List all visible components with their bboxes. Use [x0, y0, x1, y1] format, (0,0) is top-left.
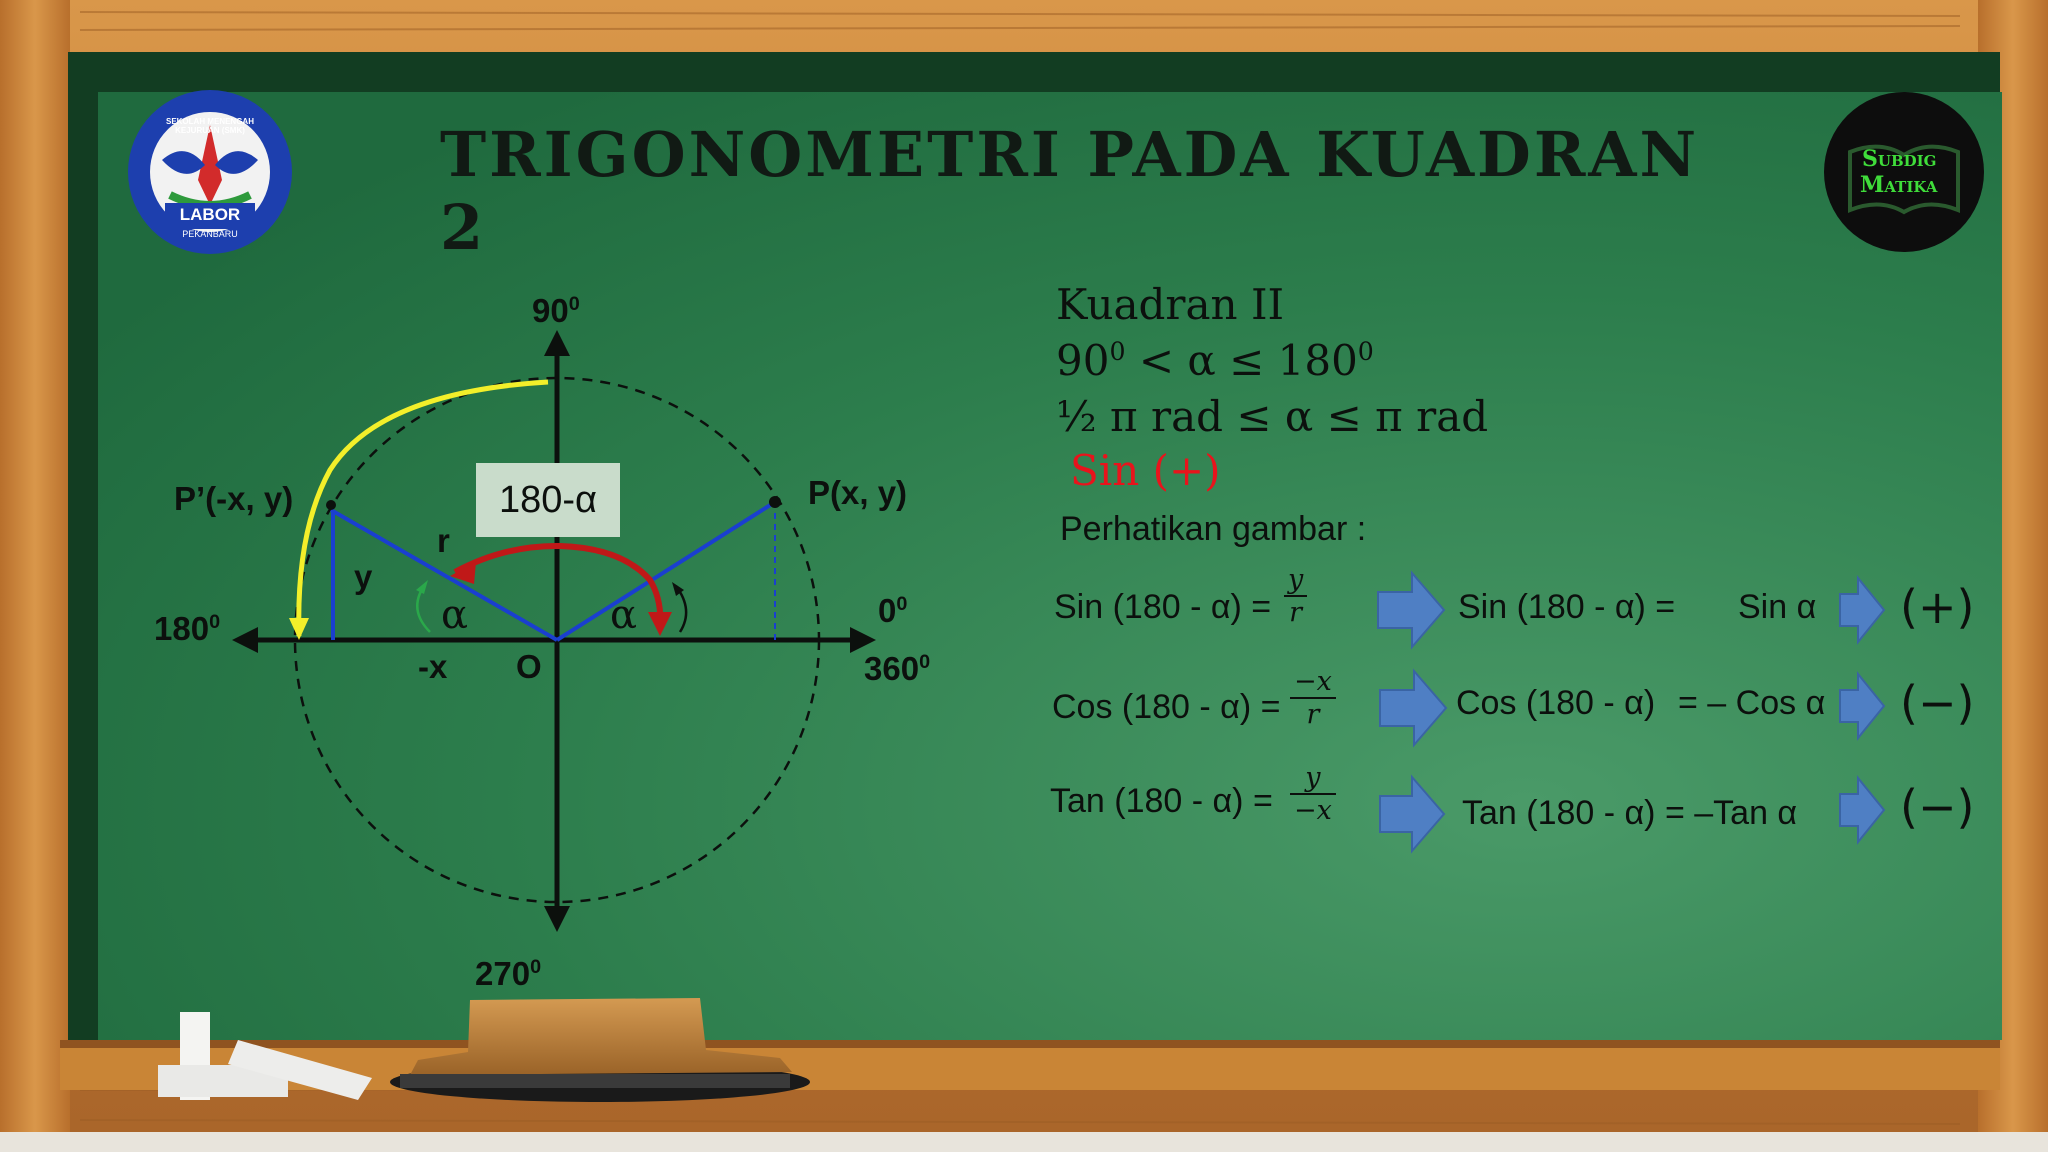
logo-right-line2: Matika — [1860, 172, 1938, 198]
radius-p-prime — [330, 508, 558, 642]
red-arc — [453, 542, 664, 627]
chalkboard — [98, 92, 2002, 1040]
label-360: 3600 — [864, 650, 931, 687]
logo-right-line1: Subdig — [1862, 146, 1937, 172]
arrow-row-2 — [1379, 668, 1886, 748]
formula-2-right-a: Cos (180 - α) — [1456, 684, 1656, 722]
radius-p — [555, 500, 777, 642]
page-title: TRIGONOMETRI PADA KUADRAN 2 — [440, 118, 1700, 264]
formula-1-right-a: Sin (180 - α) = — [1458, 588, 1676, 626]
logo-left-sub-text: PEKANBARU — [182, 229, 238, 239]
formula-1-left: Sin (180 - α) = — [1054, 588, 1272, 626]
label-origin: O — [516, 648, 542, 685]
alpha-left: α — [441, 592, 469, 638]
logo-left-main-text: LABOR — [179, 205, 241, 224]
subdig-matika-logo — [1824, 92, 1984, 252]
label-r: r — [437, 522, 450, 559]
chalk-pieces — [158, 1012, 372, 1100]
formula-1-sign: (+) — [1900, 580, 1975, 634]
point-p-prime — [326, 500, 336, 510]
label-270: 2700 — [475, 955, 542, 992]
label-90: 900 — [532, 292, 580, 329]
quadrant-heading: Kuadran II — [1056, 280, 1285, 329]
formula-3-sign: (−) — [1900, 780, 1975, 834]
formula-2-right-b: = – Cos α — [1678, 684, 1826, 722]
angle-callout: 180-α — [476, 463, 620, 537]
label-negx: -x — [418, 648, 448, 685]
label-p: P(x, y) — [808, 474, 908, 511]
arrow-row-1 — [1377, 570, 1886, 650]
label-y: y — [354, 558, 373, 595]
yellow-arc — [296, 379, 549, 637]
arrow-row-3 — [1379, 774, 1886, 854]
label-0: 00 — [878, 592, 908, 629]
logo-left-top-text: SEKOLAH MENENGAH KEJURUAN (SMK) — [165, 117, 254, 135]
formula-3-right-a: Tan (180 - α) = –Tan α — [1462, 794, 1798, 832]
radian-range: ½ π rad ≤ α ≤ π rad — [1056, 392, 1489, 441]
alpha-right: α — [610, 592, 638, 638]
formula-2-left: Cos (180 - α) = — [1052, 688, 1281, 726]
instruction-text: Perhatikan gambar : — [1060, 510, 1367, 548]
formula-3-left: Tan (180 - α) = — [1050, 782, 1273, 820]
labor-logo — [128, 90, 292, 254]
point-p — [769, 496, 781, 508]
sign-note: Sin (+) — [1070, 446, 1221, 495]
formula-3-fraction: y−x — [1290, 762, 1336, 826]
label-p-prime: P’(-x, y) — [174, 480, 294, 517]
formula-1-right-b: Sin α — [1738, 588, 1817, 626]
unit-circle-diagram — [232, 330, 876, 932]
formula-2-sign: (−) — [1900, 676, 1975, 730]
label-180: 1800 — [154, 610, 221, 647]
degree-range: 900 < α ≤ 1800 — [1056, 336, 1374, 385]
eraser — [390, 998, 810, 1102]
